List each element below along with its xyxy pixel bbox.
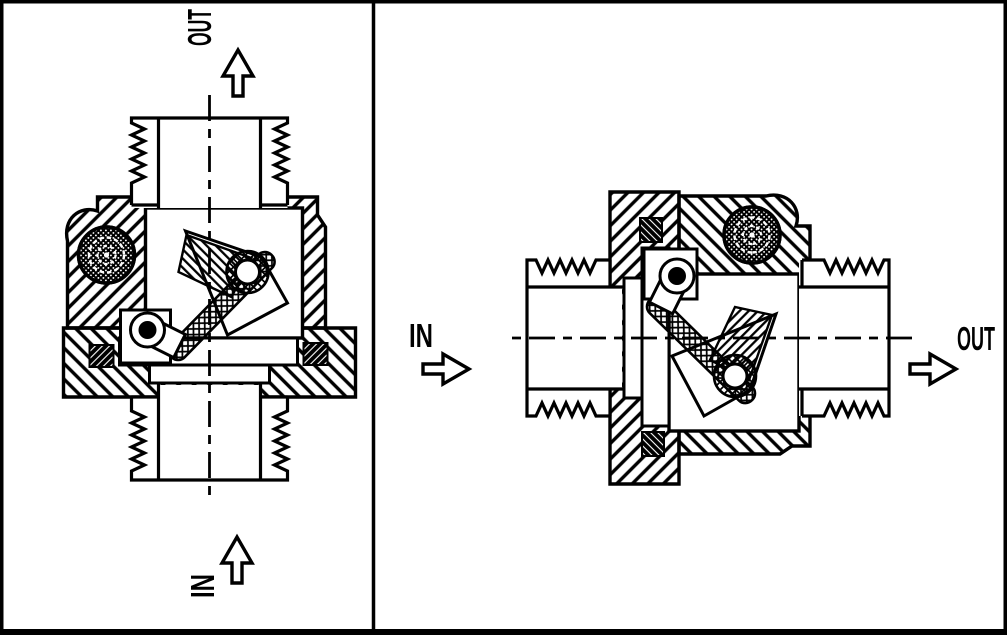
inlet-label-right: IN (409, 317, 433, 354)
outlet-label-left: OUT (181, 9, 218, 46)
outlet-label-right: OUT (957, 320, 995, 357)
panel-horizontal-installation: IN OUT (409, 190, 995, 486)
panel-vertical-installation: OUT IN (61, 9, 358, 598)
inlet-label-left: IN (184, 574, 221, 598)
drawing-border-bottom (0, 629, 1007, 635)
